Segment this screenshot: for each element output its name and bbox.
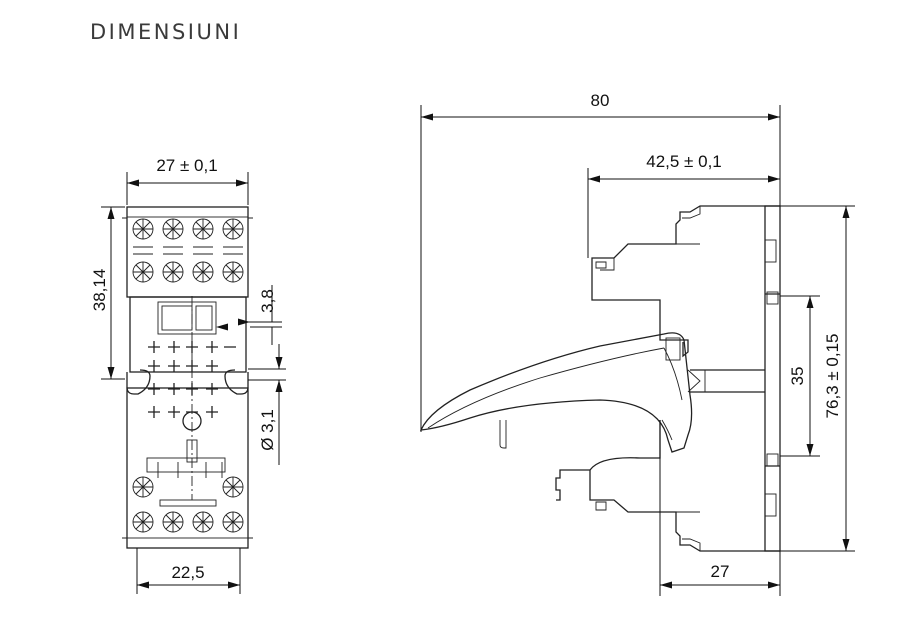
terminal-screws (132, 218, 244, 533)
total-height-label: 76,3 ± 0,15 (823, 334, 842, 419)
depth-label: 42,5 ± 0,1 (646, 152, 722, 171)
overall-length-label: 80 (591, 91, 610, 110)
front-view (122, 206, 253, 549)
side-view (419, 205, 781, 552)
din-rail (764, 205, 781, 552)
front-dimensions: 27 ± 0,1 38,14 3,8 Ø 3,1 22,5 (90, 156, 286, 594)
base-depth-label: 27 (711, 562, 730, 581)
rail-height-label: 35 (788, 367, 807, 386)
socket-middle-block (129, 296, 247, 373)
front-width-label: 27 ± 0,1 (156, 156, 217, 175)
socket-upper-body (591, 205, 780, 358)
socket-lower-body (555, 469, 780, 552)
side-dimensions: 80 42,5 ± 0,1 35 76,3 ± 0,15 27 (420, 91, 855, 596)
front-height-label: 38,14 (90, 269, 109, 312)
page-title: DIMENSIUNI (90, 20, 242, 44)
socket-top-block (126, 206, 249, 298)
gap-label: 3,8 (258, 289, 277, 313)
hole-diameter-label: Ø 3,1 (258, 409, 277, 451)
front-bottom-width-label: 22,5 (171, 563, 204, 582)
release-lever (419, 332, 693, 453)
